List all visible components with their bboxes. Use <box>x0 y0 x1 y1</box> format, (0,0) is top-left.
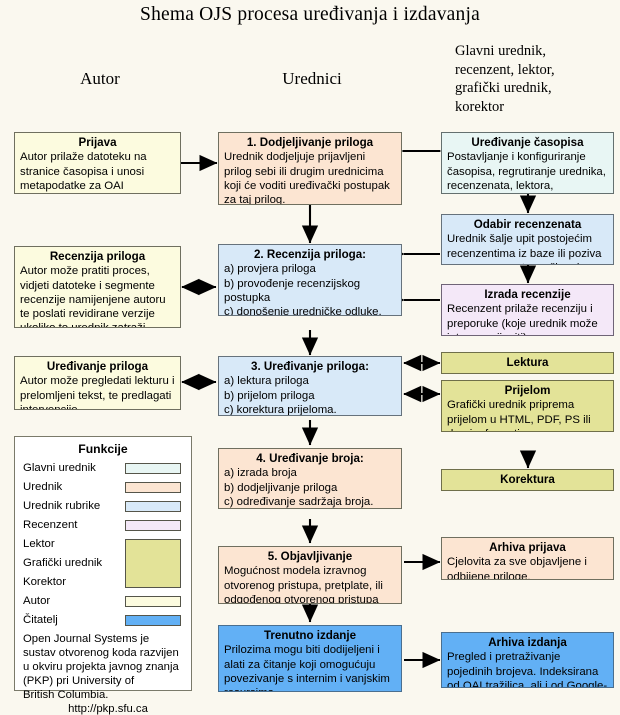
box-title: 3. Uređivanje priloga: <box>251 360 369 373</box>
box-body: Autor može pratiti proces, vidjeti datot… <box>20 265 166 328</box>
box-title: Korektura <box>500 473 555 486</box>
box-body: Prilozima mogu biti dodijeljeni i alati … <box>224 644 390 691</box>
legend-label: Korektor <box>23 576 67 588</box>
box-step-1-dodjeljivanje-priloga[interactable]: 1. Dodjeljivanje priloga Urednik dodjelj… <box>218 132 402 205</box>
legend-item-graficki-urednik: Grafički urednik <box>23 554 183 573</box>
box-izrada-recenzije[interactable]: Izrada recenzije Recenzent prilaže recen… <box>441 284 614 336</box>
box-body: Cjelovita za sve objavljene i odbijene p… <box>447 556 587 580</box>
box-title: Prijava <box>78 136 117 149</box>
page-title: Shema OJS procesa uređivanja i izdavanja <box>140 4 480 25</box>
box-title: Arhiva izdanja <box>488 636 567 649</box>
legend-item-citatelj: Čitatelj <box>23 611 183 630</box>
box-step-5-objavljivanje[interactable]: 5. Objavljivanje Mogućnost modela izravn… <box>218 546 402 604</box>
column-heading-editors: Urednici <box>282 69 342 88</box>
box-body: Postavljanje i konfiguriranje časopisa, … <box>447 151 606 192</box>
box-title: Arhiva prijava <box>489 541 566 554</box>
box-title: 5. Objavljivanje <box>267 550 353 563</box>
legend-label: Urednik rubrike <box>23 500 101 512</box>
box-body: Pregled i pretraživanje pojedinih brojev… <box>447 651 608 688</box>
legend-label: Autor <box>23 595 51 607</box>
box-body: Autor može pregledati lekturu i prelomlj… <box>20 375 175 410</box>
box-body: a) lektura priloga b) prijelom priloga c… <box>224 375 337 416</box>
legend-label: Recenzent <box>23 519 78 531</box>
box-lektura[interactable]: Lektura <box>441 352 614 374</box>
legend-label: Glavni urednik <box>23 462 96 474</box>
column-heading-author: Autor <box>80 69 120 88</box>
box-prijelom[interactable]: Prijelom Grafički urednik priprema prije… <box>441 380 614 432</box>
legend-swatch-recenzent <box>125 520 181 531</box>
legend-swatch-glavni-urednik <box>125 463 181 474</box>
legend-swatch-lektor-graficki-korektor <box>125 539 181 588</box>
box-body: Recenzent prilaže recenziju i preporuke … <box>447 303 598 335</box>
box-trenutno-izdanje[interactable]: Trenutno izdanje Prilozima mogu biti dod… <box>218 625 402 692</box>
column-heading-others: Glavni urednik, recenzent, lektor, grafi… <box>455 43 555 115</box>
legend-item-recenzent: Recenzent <box>23 516 183 535</box>
box-recenzija-priloga-autor[interactable]: Recenzija priloga Autor može pratiti pro… <box>14 246 181 328</box>
legend-label: Grafički urednik <box>23 557 103 569</box>
legend-item-autor: Autor <box>23 592 183 611</box>
legend-swatch-urednik <box>125 482 181 493</box>
box-arhiva-izdanja[interactable]: Arhiva izdanja Pregled i pretraživanje p… <box>441 632 614 688</box>
box-title: Recenzija priloga <box>49 250 146 263</box>
box-title: Uređivanje časopisa <box>471 136 584 149</box>
legend-url[interactable]: http://pkp.sfu.ca <box>68 703 148 715</box>
legend-swatch-citatelj <box>125 615 181 626</box>
legend-item-urednik: Urednik <box>23 478 183 497</box>
legend-blurb: Open Journal Systems je sustav otvorenog… <box>23 633 179 701</box>
box-prijava[interactable]: Prijava Autor prilaže datoteku na strani… <box>14 132 181 194</box>
box-body: Urednik šalje upit postojećim recenzenti… <box>447 233 602 264</box>
box-body: a) provjera priloga b) provođenje recenz… <box>224 263 382 316</box>
box-body: Mogućnost modela izravnog otvorenog pris… <box>224 565 383 604</box>
legend-swatch-urednik-rubrike <box>125 501 181 512</box>
box-title: Odabir recenzenata <box>473 218 582 231</box>
box-korektura[interactable]: Korektura <box>441 469 614 491</box>
box-uredivanje-casopisa[interactable]: Uređivanje časopisa Postavljanje i konfi… <box>441 132 614 194</box>
box-title: 2. Recenzija priloga: <box>253 248 367 261</box>
box-uredivanje-priloga-autor[interactable]: Uređivanje priloga Autor može pregledati… <box>14 356 181 410</box>
box-arhiva-prijava[interactable]: Arhiva prijava Cjelovita za sve objavlje… <box>441 537 614 580</box>
box-step-3-uredivanje-priloga[interactable]: 3. Uređivanje priloga: a) lektura prilog… <box>218 356 402 416</box>
box-title: 1. Dodjeljivanje priloga <box>246 136 374 149</box>
legend-swatch-autor <box>125 596 181 607</box>
legend-panel: Funkcije Glavni urednik Urednik Urednik … <box>14 436 192 715</box>
legend-item-glavni-urednik: Glavni urednik <box>23 459 183 478</box>
box-body: Urednik dodjeljuje prijavljeni prilog se… <box>224 151 390 205</box>
box-title: Lektura <box>506 356 549 369</box>
legend-label: Lektor <box>23 538 55 550</box>
legend-label: Čitatelj <box>23 614 58 626</box>
box-title: Trenutno izdanje <box>263 629 357 642</box>
legend-item-korektor: Korektor <box>23 573 183 592</box>
box-body: Autor prilaže datoteku na stranice časop… <box>20 151 147 192</box>
box-title: 4. Uređivanje broja: <box>256 452 364 465</box>
box-body: Grafički urednik priprema prijelom u HTM… <box>447 399 591 431</box>
legend-item-lektor: Lektor <box>23 535 183 588</box>
box-title: Izrada recenzije <box>484 288 571 301</box>
box-step-2-recenzija-priloga[interactable]: 2. Recenzija priloga: a) provjera prilog… <box>218 244 402 316</box>
box-title: Uređivanje priloga <box>46 360 149 373</box>
box-body: a) izrada broja b) dodjeljivanje priloga… <box>224 467 374 508</box>
box-odabir-recenzenata[interactable]: Odabir recenzenata Urednik šalje upit po… <box>441 214 614 265</box>
legend-title: Funkcije <box>78 442 128 456</box>
box-title: Prijelom <box>504 384 551 397</box>
legend-item-urednik-rubrike: Urednik rubrike <box>23 497 183 516</box>
legend-label: Urednik <box>23 481 63 493</box>
box-step-4-uredivanje-broja[interactable]: 4. Uređivanje broja: a) izrada broja b) … <box>218 448 402 509</box>
